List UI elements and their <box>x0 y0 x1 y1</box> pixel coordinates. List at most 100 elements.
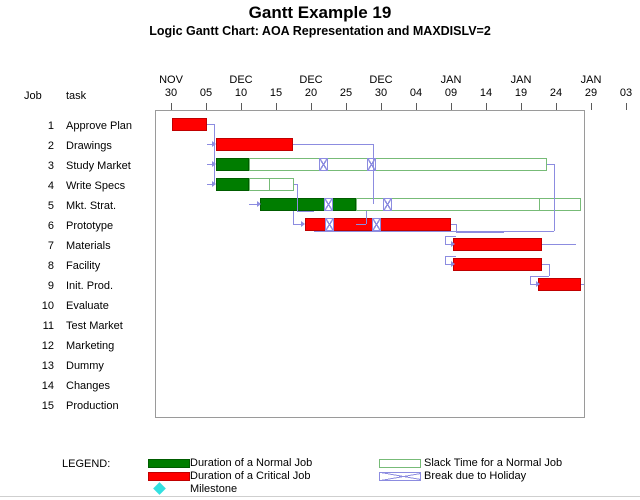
job-number: 6 <box>47 220 54 232</box>
axis-month-label <box>256 74 296 87</box>
axis-day-label: 20 <box>304 87 318 99</box>
connector-segment <box>542 264 549 265</box>
axis-tick-label-13: 03 <box>606 74 640 100</box>
holiday-break-hatch <box>380 473 420 480</box>
task-name: Approve Plan <box>66 120 133 132</box>
legend-swatch-diamond <box>153 482 166 495</box>
bars-layer <box>156 111 586 419</box>
job-number: 15 <box>41 400 54 412</box>
job-number: 9 <box>47 280 54 292</box>
legend-label-green: Duration of a Normal Job <box>190 457 313 469</box>
holiday-break-hatch <box>325 199 332 210</box>
holiday-break-job-5-0[interactable] <box>324 198 333 211</box>
axis-tick-mark <box>346 103 347 110</box>
holiday-break-hatch <box>368 159 375 170</box>
holiday-break-job-6-1[interactable] <box>372 218 381 231</box>
connector-segment <box>445 264 453 265</box>
critical-duration-bar-job-2[interactable] <box>216 138 293 151</box>
holiday-break-job-3-0[interactable] <box>319 158 328 171</box>
axis-tick-label-7: 04 <box>396 74 436 100</box>
connector-segment <box>445 244 453 245</box>
critical-duration-bar-job-1[interactable] <box>172 118 207 131</box>
legend-swatch-break <box>379 472 421 481</box>
task-name: Changes <box>66 380 111 392</box>
connector-segment <box>547 164 554 165</box>
connector-layer <box>156 111 586 419</box>
connector-segment <box>214 124 215 184</box>
task-name: Write Specs <box>66 180 126 192</box>
slack-bar-job-4[interactable] <box>249 178 294 191</box>
connector-segment <box>530 276 531 284</box>
chart-plot-area <box>155 110 585 418</box>
connector-segment <box>293 144 373 145</box>
holiday-break-job-6-0[interactable] <box>325 218 334 231</box>
job-number: 1 <box>47 120 54 132</box>
normal-duration-bar-job-3[interactable] <box>216 158 249 171</box>
holiday-break-hatch <box>384 199 391 210</box>
connector-segment <box>445 256 446 264</box>
axis-day-label: 29 <box>584 87 598 99</box>
task-name: Drawings <box>66 140 112 152</box>
axis-day-label: 09 <box>444 87 458 99</box>
axis-tick-mark <box>591 103 592 110</box>
axis-month-label <box>186 74 226 87</box>
task-name: Marketing <box>66 340 115 352</box>
axis-day-label: 10 <box>234 87 248 99</box>
axis-month-label <box>606 74 640 87</box>
task-name: Evaluate <box>66 300 109 312</box>
axis-month-label <box>536 74 576 87</box>
axis-day-label: 19 <box>514 87 528 99</box>
axis-day-label: 25 <box>339 87 353 99</box>
axis-tick-label-11: 24 <box>536 74 576 100</box>
task-name: Dummy <box>66 360 104 372</box>
column-header-task: task <box>66 90 87 102</box>
arrow-to-job3 <box>212 161 216 167</box>
job-number: 12 <box>41 340 54 352</box>
connector-segment <box>456 232 504 233</box>
connector-segment <box>207 124 214 125</box>
connector-segment <box>297 211 314 212</box>
job-number: 3 <box>47 160 54 172</box>
axis-tick-mark <box>381 103 382 110</box>
axis-tick-label-1: 05 <box>186 74 226 100</box>
connector-segment <box>207 144 214 145</box>
holiday-break-job-5-1[interactable] <box>383 198 392 211</box>
holiday-break-job-3-1[interactable] <box>367 158 376 171</box>
axis-month-label <box>466 74 506 87</box>
job-number: 7 <box>47 240 54 252</box>
holiday-break-hatch <box>320 159 327 170</box>
connector-segment <box>445 236 446 244</box>
connector-segment <box>549 264 550 276</box>
connector-segment <box>366 211 367 224</box>
axis-day-label: 04 <box>409 87 423 99</box>
axis-day-label: 03 <box>619 87 633 99</box>
axis-month-label: DEC <box>369 74 393 86</box>
connector-segment <box>445 256 456 257</box>
task-name: Init. Prod. <box>66 280 114 292</box>
slack-segment-divider <box>269 178 270 191</box>
axis-day-label: 30 <box>164 87 178 99</box>
arrow-to-job8 <box>451 261 455 267</box>
connector-segment <box>293 211 294 224</box>
connector-segment <box>445 236 456 237</box>
task-name: Study Market <box>66 160 131 172</box>
axis-tick-mark <box>311 103 312 110</box>
arrow-to-job9 <box>536 281 540 287</box>
slack-bar-job-5[interactable] <box>356 198 581 211</box>
axis-day-label: 24 <box>549 87 563 99</box>
connector-segment <box>542 244 576 245</box>
normal-duration-bar-job-4[interactable] <box>216 178 249 191</box>
axis-tick-mark <box>416 103 417 110</box>
axis-day-label: 14 <box>479 87 493 99</box>
connector-segment <box>451 224 456 225</box>
axis-month-label: JAN <box>580 74 602 86</box>
axis-tick-mark <box>486 103 487 110</box>
page-subtitle: Logic Gantt Chart: AOA Representation an… <box>149 24 491 38</box>
